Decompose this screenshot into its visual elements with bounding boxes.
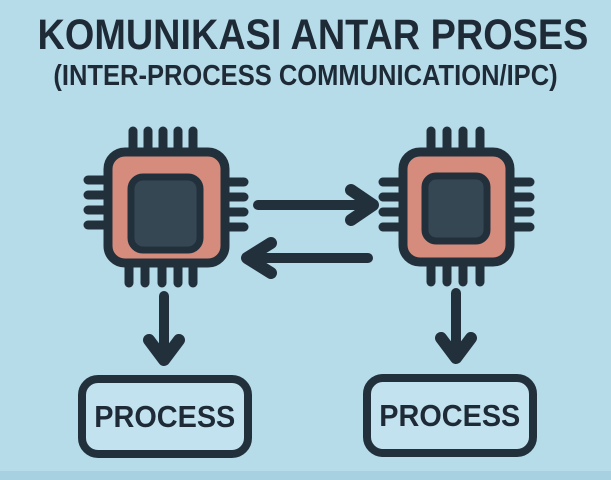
process-label-right: PROCESS (379, 397, 521, 433)
cpu-chip-icon-right (378, 126, 535, 287)
process-box-right: PROCESS (363, 374, 537, 457)
page-title: KOMUNIKASI ANTAR PROSES (37, 11, 589, 59)
process-box-left: PROCESS (78, 375, 252, 458)
arrow-down-right-icon (435, 288, 477, 364)
arrow-down-left-icon (143, 291, 185, 366)
page-subtitle: (INTER-PROCESS COMMUNICATION/IPC) (53, 60, 558, 92)
cpu-chip-icon-left (83, 126, 249, 288)
arrow-left-icon (241, 237, 373, 279)
chip-core-right (421, 172, 491, 245)
chip-core-left (127, 173, 204, 254)
footer-strip (0, 471, 611, 480)
arrow-right-icon (253, 184, 379, 226)
process-label-left: PROCESS (94, 398, 236, 434)
